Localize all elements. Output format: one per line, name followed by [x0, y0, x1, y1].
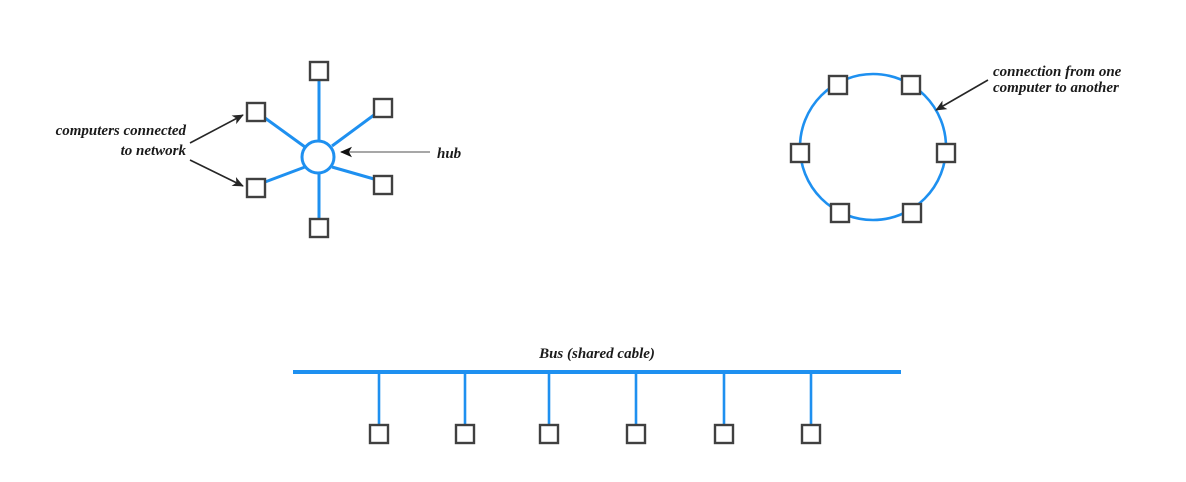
- ring-node-bottom-left: [829, 202, 851, 224]
- leader-to-upper-left-node: [189, 114, 244, 144]
- star-spoke-lower-left: [264, 165, 306, 184]
- star-node-upper-left: [245, 101, 267, 123]
- star-spoke-upper-right: [331, 113, 375, 148]
- ring-connection-label-line1: connection from one: [993, 64, 1122, 80]
- ring-node-bottom-right: [901, 202, 923, 224]
- star-node-lower-left: [245, 177, 267, 199]
- ring-node-left: [789, 142, 811, 164]
- ring-connection-label-line2: computer to another: [993, 80, 1119, 96]
- star-node-upper-right: [372, 97, 394, 119]
- leader-to-lower-left-node: [189, 159, 244, 187]
- star-node-top: [308, 60, 330, 82]
- ring-node-top-right: [900, 74, 922, 96]
- bus-drop-lines-group: [377, 373, 813, 425]
- ring-nodes-group: [789, 74, 957, 224]
- hub-circle: [300, 139, 336, 175]
- bus-topology-group: Bus (shared cable): [293, 346, 901, 445]
- bus-node-2: [454, 423, 476, 445]
- computers-connected-label-line2: to network: [121, 143, 187, 159]
- star-spoke-upper-left: [264, 116, 306, 149]
- bus-node-3: [538, 423, 560, 445]
- bus-node-5: [713, 423, 735, 445]
- bus-shared-cable-label: Bus (shared cable): [538, 346, 655, 362]
- star-nodes-group: [245, 60, 394, 239]
- ring-node-right: [935, 142, 957, 164]
- computers-label-leaders: [189, 114, 244, 187]
- bus-node-6: [800, 423, 822, 445]
- bus-node-4: [625, 423, 647, 445]
- star-spokes-group: [264, 80, 375, 219]
- ring-topology-group: connection from one computer to another: [789, 64, 1122, 224]
- bus-node-1: [368, 423, 390, 445]
- computers-connected-label-line1: computers connected: [56, 123, 187, 139]
- star-node-bottom: [308, 217, 330, 239]
- ring-node-top-left: [827, 74, 849, 96]
- star-topology-group: computers connected to network hub: [56, 60, 462, 239]
- star-node-lower-right: [372, 174, 394, 196]
- ring-connection-leader-line: [935, 79, 989, 111]
- ring-cable-circle: [798, 72, 948, 222]
- hub-label: hub: [437, 146, 462, 162]
- bus-nodes-group: [368, 423, 822, 445]
- star-spoke-lower-right: [331, 165, 375, 181]
